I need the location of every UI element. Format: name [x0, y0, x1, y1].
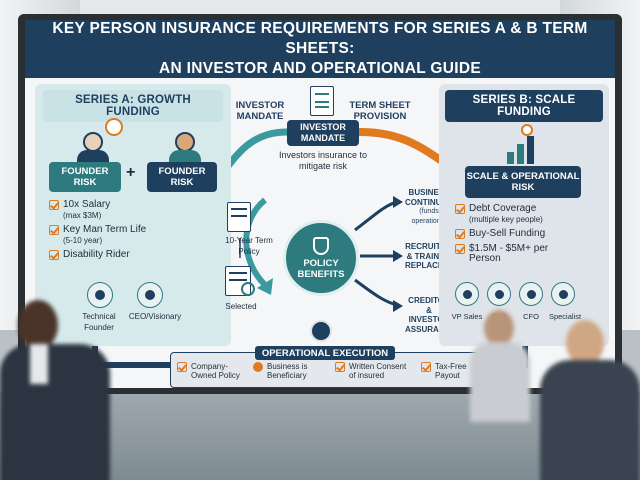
term-policy-label: 10-Year Term Policy	[225, 236, 273, 256]
operational-execution-header: OPERATIONAL EXECUTION	[255, 346, 395, 360]
execution-item: Tax-Free Payout	[421, 362, 477, 380]
checkmark-bubble-icon	[105, 118, 123, 136]
execution-item: Company-Owned Policy	[177, 362, 247, 380]
founder-risk-box-2: FOUNDER RISK	[147, 162, 217, 192]
specialist-avatar	[551, 282, 575, 306]
series-a-item: Disability Rider	[49, 249, 169, 261]
execution-item: Business is Beneficiary	[253, 362, 329, 380]
series-b-requirements: Debt Coverage (multiple key people) Buy-…	[455, 203, 595, 265]
checkbox-icon	[335, 362, 345, 372]
specialist-label: Specialist	[548, 312, 582, 321]
ceo-visionary-avatar	[137, 282, 163, 308]
series-b-header: SERIES B: SCALE FUNDING	[445, 90, 603, 122]
clipboard-icon	[310, 86, 334, 116]
checkbox-icon	[421, 362, 431, 372]
execution-item-label: Tax-Free Payout	[435, 362, 467, 380]
vp-sales-label: VP Sales	[451, 312, 483, 321]
series-b-item: Debt Coverage (multiple key people)	[455, 203, 595, 225]
checkbox-icon	[455, 204, 465, 214]
series-a-item-main: Disability Rider	[63, 249, 130, 260]
execution-item-label: Written Consent of insured	[349, 362, 407, 380]
founder-2-body-icon	[169, 150, 201, 162]
founder-body-icon	[77, 150, 109, 162]
plus-sign: +	[126, 164, 136, 181]
execution-item-label: Business is Beneficiary	[267, 362, 308, 380]
benefit-item: CREDITOR & INVESTOR ASSURANCE	[405, 296, 456, 334]
title-line-2: AN INVESTOR AND OPERATIONAL GUIDE	[159, 60, 481, 77]
series-a-item-sub: (5-10 year)	[63, 235, 103, 245]
series-b-item-main: $1.5M - $5M+ per Person	[469, 242, 549, 264]
scale-operational-risk-box: SCALE & OPERATIONAL RISK	[465, 166, 581, 198]
benefit-item: RECRUITING & TRAINING REPLACEMENT	[405, 242, 466, 271]
investor-mandate-label: INVESTOR MANDATE	[235, 100, 285, 122]
growth-chart-icon	[503, 124, 547, 168]
founder-person-icon	[83, 132, 103, 152]
checkbox-icon	[455, 243, 465, 254]
series-a-item: 10x Salary (max $3M)	[49, 199, 169, 221]
presentation-screen: KEY PERSON INSURANCE REQUIREMENTS FOR SE…	[25, 20, 615, 388]
series-b-item: $1.5M - $5M+ per Person	[455, 242, 595, 265]
attendee-right	[530, 320, 640, 480]
policy-benefits-label: POLICY BENEFITS	[297, 257, 345, 280]
cfo-avatar	[519, 282, 543, 306]
attendee-left	[0, 300, 120, 480]
series-a-item-main: 10x Salary	[63, 199, 111, 210]
policy-document-icon	[227, 202, 251, 232]
ceo-visionary-label: CEO/Visionary	[128, 312, 182, 321]
investor-mandate-box: INVESTOR MANDATE	[287, 120, 359, 146]
title-line-1: KEY PERSON INSURANCE REQUIREMENTS FOR SE…	[52, 20, 588, 57]
series-b-item: Buy-Sell Funding	[455, 228, 595, 240]
shield-icon	[313, 236, 329, 255]
checkbox-icon	[49, 200, 59, 210]
execution-item-label: Company-Owned Policy	[191, 362, 240, 380]
series-a-item-sub: (max $3M)	[63, 210, 102, 220]
checkbox-icon	[49, 225, 59, 235]
checkbox-icon	[49, 250, 59, 260]
executive-icon	[310, 320, 332, 342]
checkbox-icon	[177, 362, 187, 372]
vp-sales-avatar	[455, 282, 479, 306]
series-b-item-main: Buy-Sell Funding	[469, 228, 546, 239]
series-a-panel	[35, 84, 231, 346]
benefit-item: BUSINESS CONTINUITY (funds operations)	[405, 188, 454, 226]
term-sheet-provision-label: TERM SHEET PROVISION	[349, 100, 411, 122]
founder-risk-box: FOUNDER RISK	[49, 162, 121, 192]
selected-label: Selected	[225, 302, 257, 311]
technical-founder-avatar	[87, 282, 113, 308]
series-b-item-main: Debt Coverage	[469, 203, 537, 214]
benefit-sub: (funds operations)	[411, 208, 447, 225]
series-a-item: Key Man Term Life (5-10 year)	[49, 224, 169, 246]
policy-benefits-circle: POLICY BENEFITS	[283, 220, 359, 296]
benefit-main: BUSINESS CONTINUITY	[405, 188, 454, 207]
attendee-right-back	[470, 310, 530, 422]
series-a-item-main: Key Man Term Life	[63, 224, 147, 235]
execution-items: Company-Owned Policy Business is Benefic…	[177, 362, 477, 380]
series-a-header: SERIES A: GROWTH FUNDING	[43, 90, 223, 122]
cto-avatar	[487, 282, 511, 306]
founder-2-person-icon	[175, 132, 195, 152]
technical-founder-label: Technical Founder	[82, 312, 116, 332]
person-badge-icon	[253, 362, 263, 372]
series-a-requirements: 10x Salary (max $3M) Key Man Term Life (…	[49, 199, 169, 261]
investor-mandate-note: Investors insurance to mitigate risk	[278, 150, 368, 171]
magnifier-icon	[241, 282, 255, 296]
execution-item: Written Consent of insured	[335, 362, 415, 380]
series-b-item-sub: (multiple key people)	[469, 214, 543, 224]
checkbox-icon	[455, 229, 465, 239]
cfo-label: CFO	[523, 312, 539, 321]
benefit-main: RECRUITING & TRAINING REPLACEMENT	[405, 242, 466, 270]
title-banner: KEY PERSON INSURANCE REQUIREMENTS FOR SE…	[25, 20, 615, 78]
benefit-main: CREDITOR & INVESTOR ASSURANCE	[405, 296, 456, 334]
